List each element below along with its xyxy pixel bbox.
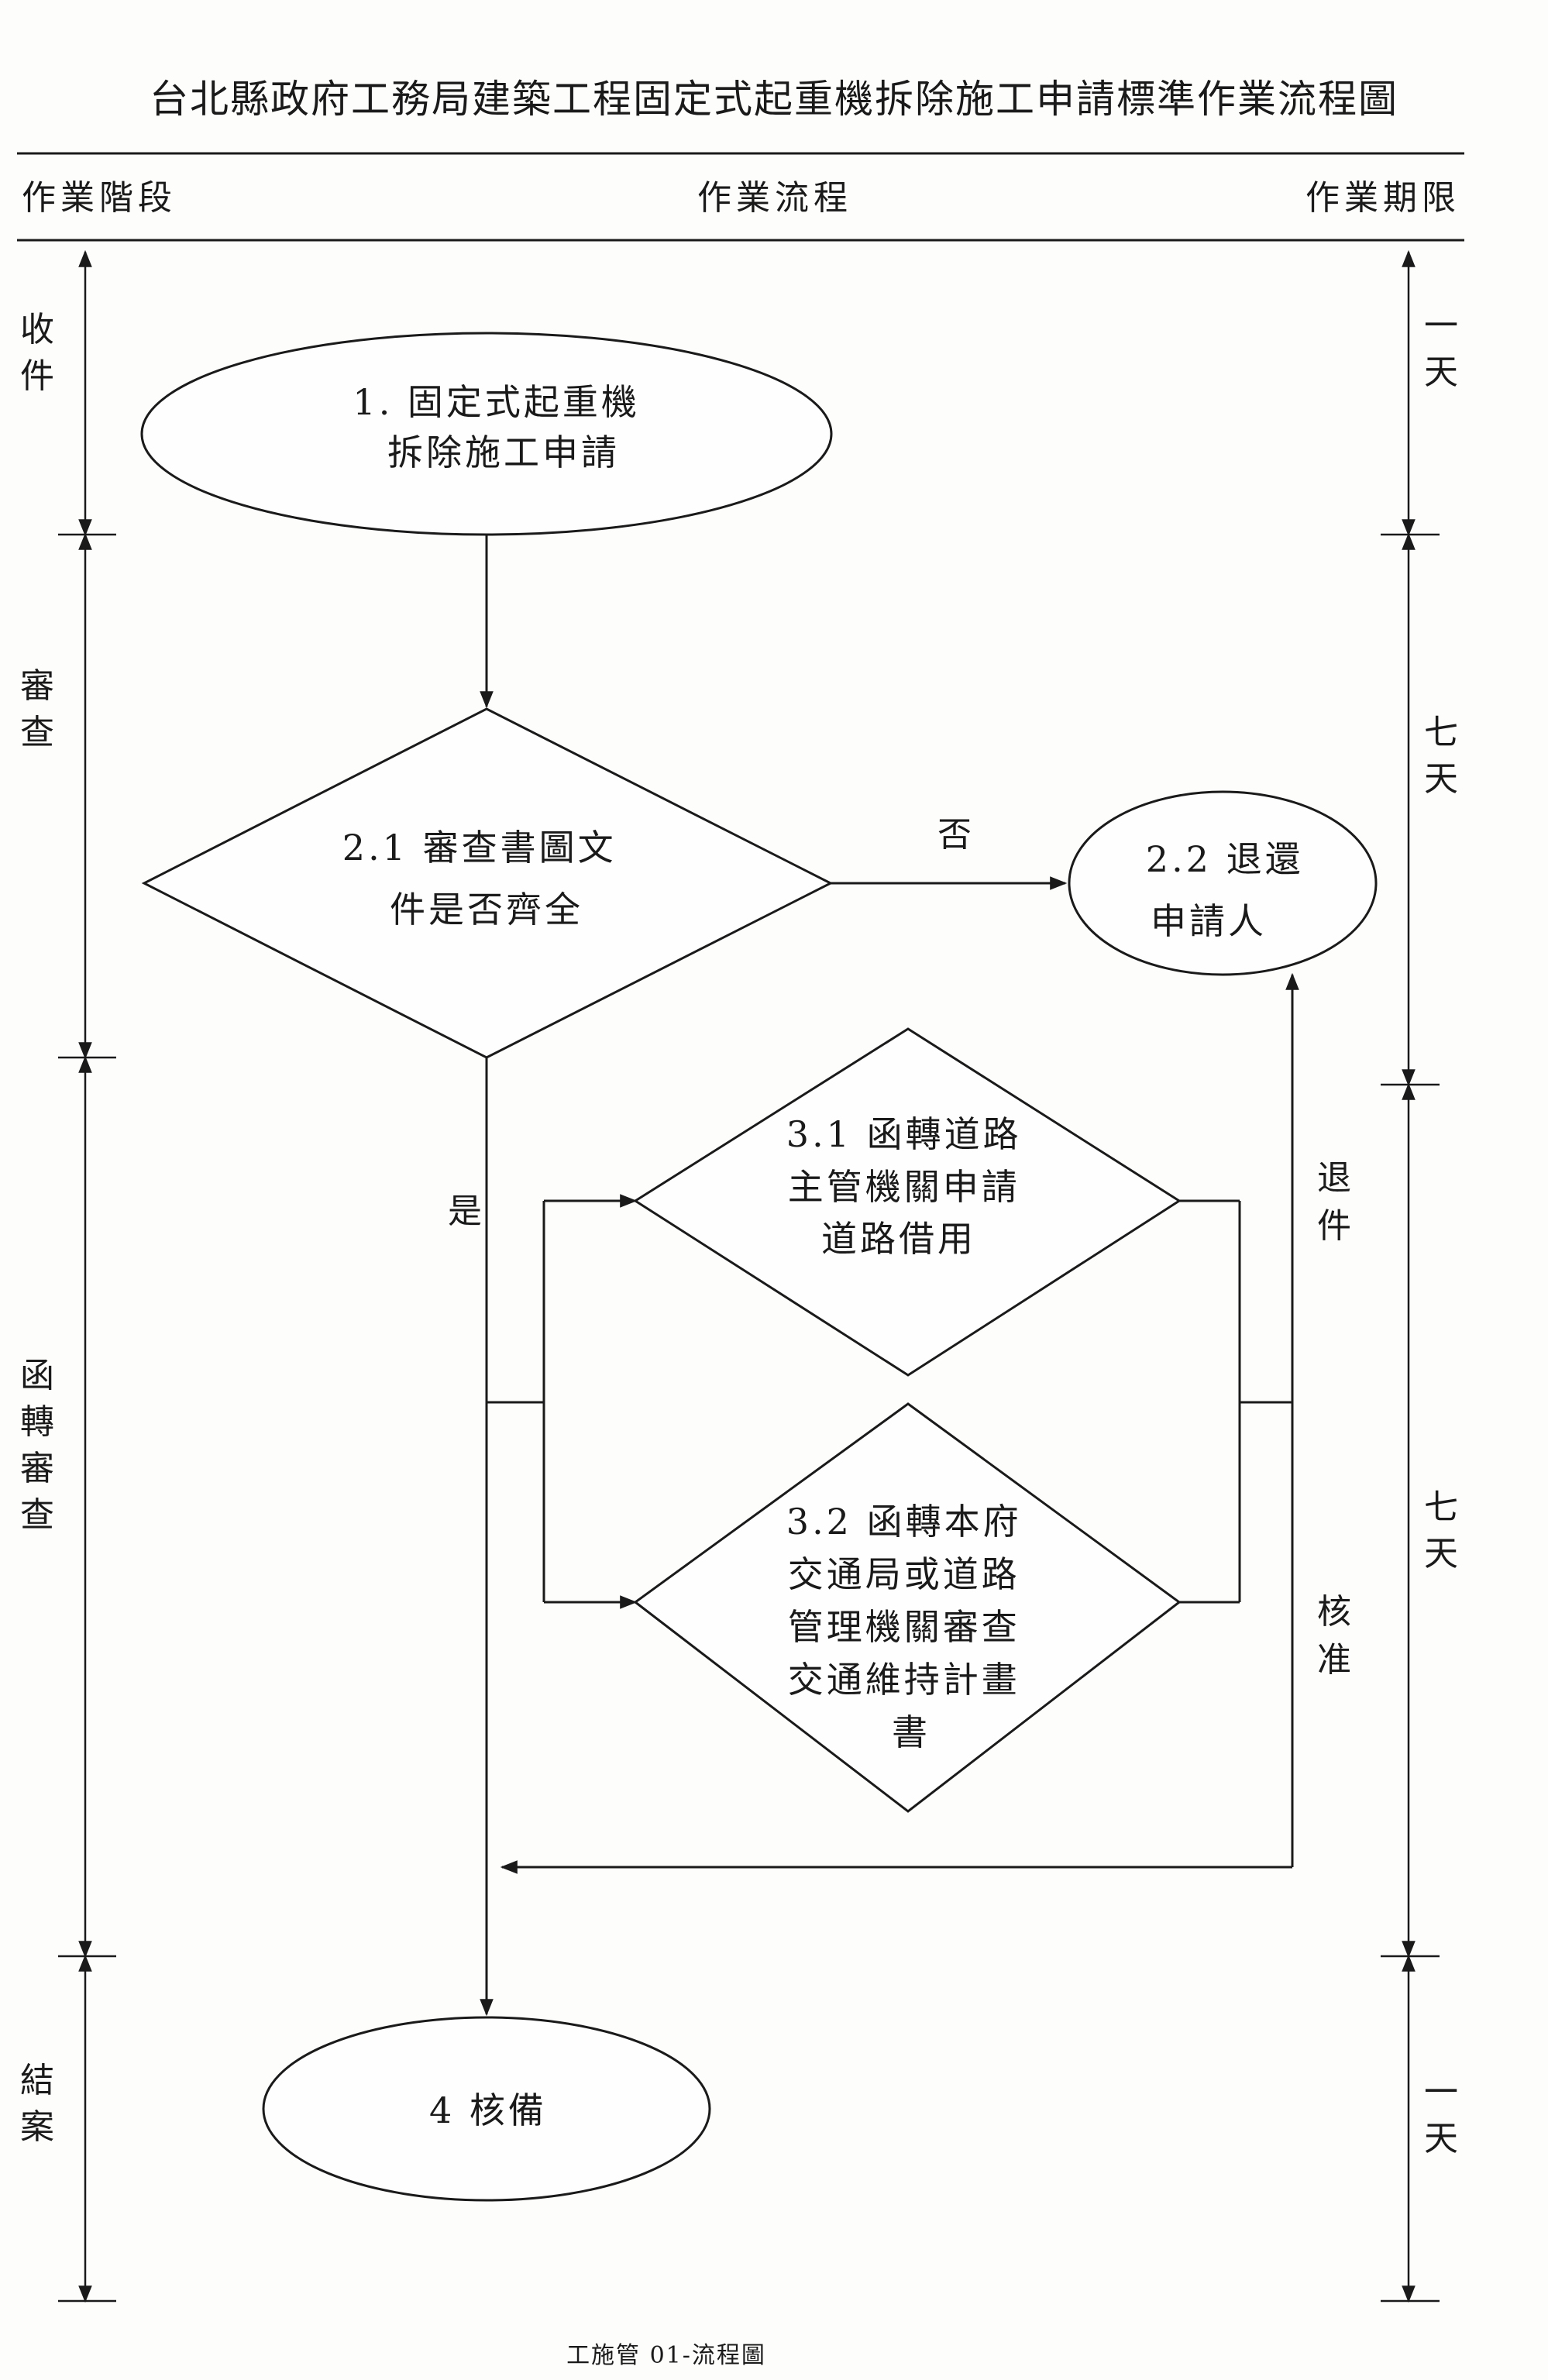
- header-process: 作業流程: [697, 178, 852, 218]
- stage-timeline: [58, 249, 116, 2303]
- deadline-label-2: 七天: [1424, 713, 1458, 799]
- deadline-label-4: 一天: [1424, 2072, 1458, 2158]
- stage-label-forward-review: 函轉審查: [20, 1356, 54, 1535]
- edge-label-no: 否: [937, 815, 972, 855]
- node-4-approve-record: [262, 2016, 711, 2202]
- deadline-timeline: [1381, 249, 1440, 2303]
- deadline-label-3: 七天: [1424, 1488, 1458, 1573]
- node-3-2-text: 3.2 函轉本府 交通局或道路 管理機關審查 交通維持計畫 書: [786, 1501, 1036, 1753]
- node-2-1-text: 2.1 審查書圖文 件是否齊全: [342, 827, 631, 930]
- node-2-2-return-applicant: [1068, 790, 1378, 976]
- edge-label-yes: 是: [448, 1192, 482, 1231]
- node-1-text: 1. 固定式起重機 拆除施工申請: [353, 381, 654, 473]
- node-1-application: [140, 332, 833, 536]
- edge-label-return: 退件: [1317, 1158, 1351, 1246]
- node-2-1-check-docs: [141, 707, 834, 1059]
- page-title: 台北縣政府工務局建築工程固定式起重機拆除施工申請標準作業流程圖: [150, 77, 1398, 122]
- stage-label-receive: 收件: [20, 310, 54, 396]
- node-2-2-text: 2.2 退還 申請人: [1146, 838, 1318, 942]
- stage-label-review: 審查: [20, 666, 54, 752]
- node-3-1-road-authority: [633, 1027, 1182, 1377]
- deadline-label-1: 一天: [1424, 306, 1458, 392]
- node-3-2-traffic-review: [633, 1402, 1182, 1813]
- node-4-text: 4 核備: [429, 2089, 547, 2131]
- footer-doc-id: 工施管 01-流程圖: [566, 2342, 766, 2369]
- node-3-1-text: 3.1 函轉道路 主管機關申請 道路借用: [786, 1113, 1036, 1260]
- header-stage: 作業階段: [22, 178, 177, 218]
- stage-label-close: 結案: [20, 2061, 54, 2147]
- edge-label-approve: 核准: [1317, 1592, 1351, 1680]
- connectors: [480, 535, 1299, 2017]
- header-deadline: 作業期限: [1305, 178, 1460, 218]
